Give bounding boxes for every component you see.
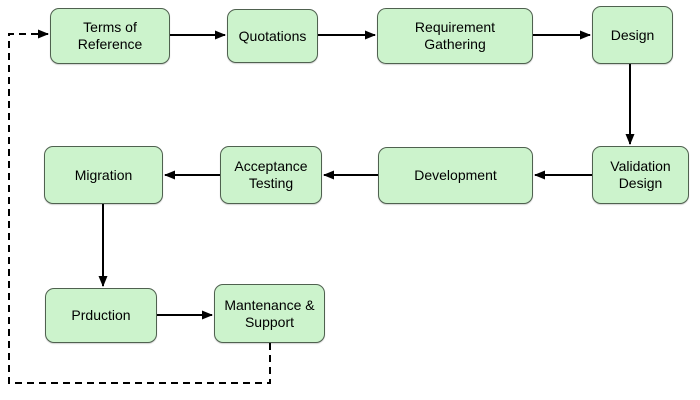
node-design: Design — [592, 6, 673, 64]
node-label: Prduction — [71, 307, 131, 323]
node-label: Development — [414, 167, 497, 183]
node-acceptance-testing: Acceptance Testing — [220, 146, 322, 204]
node-quotations: Quotations — [227, 9, 318, 63]
node-label: Acceptance Testing — [234, 158, 308, 191]
node-mantenance-support: Mantenance & Support — [214, 284, 325, 343]
node-development: Development — [378, 147, 533, 204]
node-label: Design — [610, 26, 655, 43]
node-label: Quotations — [238, 27, 307, 44]
node-validation-design: Validation Design — [592, 146, 689, 204]
node-migration: Migration — [44, 146, 163, 204]
node-label: Mantenance & Support — [224, 296, 315, 330]
node-label: Requirement Gathering — [414, 19, 496, 52]
dashed-arrow-mantenance-to-terms — [8, 29, 271, 384]
node-label: Migration — [74, 166, 133, 183]
node-label: Validation Design — [610, 158, 671, 191]
node-prduction: Prduction — [45, 288, 157, 343]
node-terms-of-reference: Terms of Reference — [50, 8, 170, 64]
node-requirement-gathering: Requirement Gathering — [377, 8, 533, 64]
node-label: Terms of Reference — [77, 19, 143, 52]
